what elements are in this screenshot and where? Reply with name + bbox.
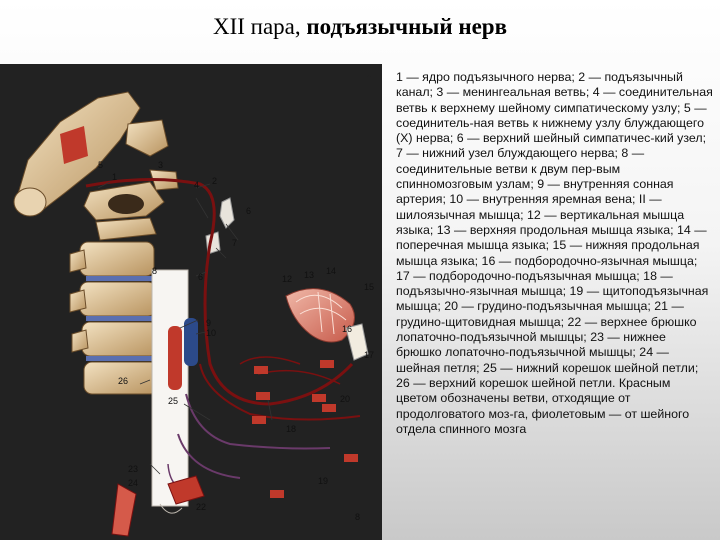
neck-muscle-slips xyxy=(111,360,358,537)
figure-legend-text: 1 — ядро подъязычного нерва; 2 — подъязы… xyxy=(396,70,713,436)
internal-carotid-artery xyxy=(168,326,182,390)
figure-label: 6 xyxy=(246,206,251,216)
figure-label: 26 xyxy=(118,376,128,386)
slide-title-plain: XII пара, xyxy=(212,14,307,39)
figure-label: 15 xyxy=(364,282,374,292)
figure-label: 6 xyxy=(198,272,203,282)
slide-title: XII пара, подъязычный нерв xyxy=(0,14,720,40)
figure-label: 2 xyxy=(212,176,217,186)
internal-jugular-vein xyxy=(184,318,198,366)
figure-label: 23 xyxy=(128,464,138,474)
figure-label: 8 xyxy=(152,266,157,276)
figure-label: 22 xyxy=(196,502,206,512)
hypoglossal-nerve-illustration: 1 2 3 4 5 6 7 6 8 9 10 12 13 14 15 16 17… xyxy=(0,64,382,540)
figure-label: 16 xyxy=(342,324,352,334)
hypoglossal-nerve-trunk xyxy=(85,177,354,406)
figure-label: 17 xyxy=(364,350,374,360)
figure-label: 1 xyxy=(112,172,117,182)
figure-label: 25 xyxy=(168,396,178,406)
bullet-marker: • xyxy=(367,70,372,84)
slide-title-bold: подъязычный нерв xyxy=(306,14,508,39)
page-number: 8 xyxy=(355,512,360,522)
figure-label: 12 xyxy=(282,274,292,284)
cervical-spine xyxy=(69,241,159,395)
figure-label: 13 xyxy=(304,270,314,280)
figure-label: 14 xyxy=(326,266,336,276)
leader-lines xyxy=(97,181,273,475)
figure-label: 24 xyxy=(128,478,138,488)
anatomy-figure: 1 2 3 4 5 6 7 6 8 9 10 12 13 14 15 16 17… xyxy=(0,64,382,540)
figure-label: 19 xyxy=(318,476,328,486)
figure-label: 18 xyxy=(286,424,296,434)
figure-label: 9 xyxy=(206,318,211,328)
upper-vertebrae xyxy=(83,181,165,241)
figure-label: 3 xyxy=(158,160,163,170)
figure-label: 20 xyxy=(340,394,350,404)
figure-label: 7 xyxy=(232,238,237,248)
figure-label: 5 xyxy=(98,160,103,170)
figure-label: 4 xyxy=(194,180,199,190)
figure-label: 10 xyxy=(206,328,216,338)
tongue-muscles xyxy=(285,288,369,361)
